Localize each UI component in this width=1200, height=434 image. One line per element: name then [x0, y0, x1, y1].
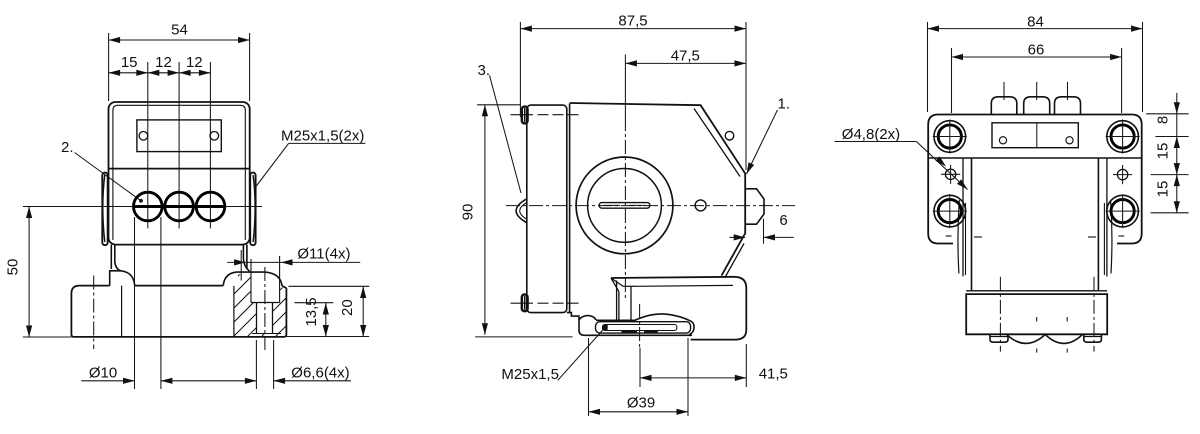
svg-text:12: 12	[186, 54, 203, 71]
svg-text:84: 84	[1027, 14, 1044, 31]
svg-text:Ø39: Ø39	[627, 395, 655, 412]
svg-text:M25x1,5(2x): M25x1,5(2x)	[281, 128, 364, 145]
svg-text:87,5: 87,5	[618, 13, 647, 30]
svg-text:47,5: 47,5	[671, 47, 700, 64]
svg-text:12: 12	[155, 54, 172, 71]
svg-text:2.: 2.	[61, 139, 74, 156]
svg-text:M25x1,5: M25x1,5	[501, 366, 559, 383]
svg-text:Ø4,8(2x): Ø4,8(2x)	[842, 126, 900, 143]
svg-text:6: 6	[779, 212, 787, 229]
svg-text:3.: 3.	[478, 62, 491, 79]
svg-text:8: 8	[1155, 116, 1172, 124]
svg-text:50: 50	[5, 259, 22, 276]
svg-text:1.: 1.	[778, 96, 791, 113]
svg-text:Ø11(4x): Ø11(4x)	[297, 246, 350, 263]
svg-text:66: 66	[1028, 42, 1045, 59]
svg-text:20: 20	[339, 299, 356, 316]
svg-text:90: 90	[460, 204, 477, 221]
svg-text:41,5: 41,5	[759, 366, 788, 383]
svg-text:13,5: 13,5	[303, 297, 320, 326]
svg-text:Ø6,6(4x): Ø6,6(4x)	[291, 365, 349, 382]
svg-text:15: 15	[1155, 181, 1172, 198]
svg-text:Ø10: Ø10	[89, 365, 117, 382]
svg-text:15: 15	[1155, 143, 1172, 160]
svg-text:54: 54	[171, 22, 188, 39]
svg-text:15: 15	[121, 54, 138, 71]
